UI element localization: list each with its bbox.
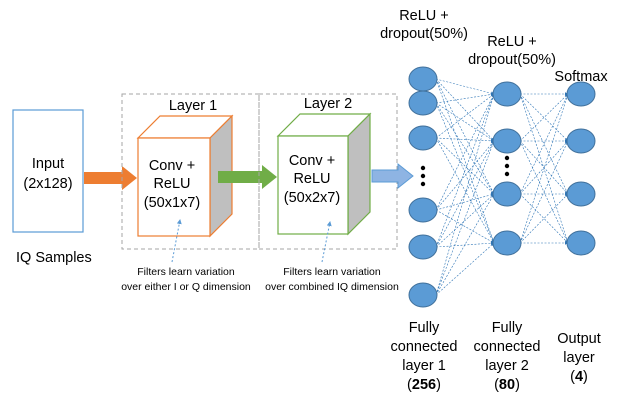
layer1-to-layer2-arrow xyxy=(218,165,277,189)
output-bottom-line2: layer xyxy=(563,350,595,366)
network-nodes xyxy=(408,66,596,308)
fc1-node xyxy=(408,282,438,308)
fc2-top-label-line1: ReLU + xyxy=(487,34,537,50)
layer1-cube-line3: (50x1x7) xyxy=(144,195,200,211)
fc1-bottom-line3: layer 1 xyxy=(402,358,446,374)
fc2-top-label-line2: dropout(50%) xyxy=(468,52,556,68)
layer2-to-fc1-arrow xyxy=(371,162,414,190)
fc2-bottom-line1: Fully xyxy=(492,320,523,336)
fc2-units: (80) xyxy=(494,377,520,393)
connection-edge xyxy=(435,92,495,104)
connection-edge xyxy=(519,93,569,142)
connection-edge xyxy=(519,193,569,244)
layer1-cube xyxy=(136,114,234,238)
layer2-cube xyxy=(276,112,372,236)
connection-edge xyxy=(519,93,569,195)
fc1-units: (256) xyxy=(407,377,441,393)
layer2-title: Layer 2 xyxy=(304,96,352,112)
fc2-node xyxy=(492,181,522,207)
connection-edge xyxy=(435,137,495,244)
layer1-note-pointer xyxy=(171,219,182,263)
connection-edge xyxy=(435,102,495,195)
connection-edge xyxy=(435,102,495,142)
fc1-ellipsis xyxy=(420,165,426,187)
layer1-note-line2: over either I or Q dimension xyxy=(121,281,251,293)
input-shape: (2x128) xyxy=(23,176,72,192)
fc2-bottom-line2: connected xyxy=(474,339,541,355)
connection-edge xyxy=(435,78,495,95)
input-to-layer1-arrow xyxy=(84,166,137,190)
fc1-node xyxy=(408,125,438,151)
input-box xyxy=(12,109,84,233)
connection-edge xyxy=(435,93,495,211)
layer1-cube-line1: Conv + xyxy=(149,158,195,174)
fc1-node xyxy=(408,197,438,223)
connection-edge xyxy=(435,137,495,143)
fc1-bottom-line2: connected xyxy=(391,339,458,355)
connection-edge xyxy=(435,78,495,142)
layer1-cube-line2: ReLU xyxy=(153,176,190,192)
connection-edge xyxy=(519,193,569,244)
connection-edge xyxy=(519,140,569,244)
fc1-node xyxy=(408,90,438,116)
fc1-node xyxy=(408,66,438,92)
connection-edge xyxy=(435,78,495,195)
fc1-top-label-line1: ReLU + xyxy=(399,8,449,24)
fc1-bottom-line1: Fully xyxy=(409,320,440,336)
fc1-top-label-line2: dropout(50%) xyxy=(380,26,468,42)
connection-edge xyxy=(519,93,569,195)
output-top-label: Softmax xyxy=(554,69,608,85)
connection-edge xyxy=(519,93,569,142)
connection-edge xyxy=(435,140,495,211)
layer1-note-line1: Filters learn variation xyxy=(137,266,235,278)
output-bottom-line1: Output xyxy=(557,331,601,347)
layer2-cube-line1: Conv + xyxy=(289,153,335,169)
connection-edge xyxy=(435,137,495,195)
connection-edge xyxy=(435,93,495,139)
connection-edge xyxy=(435,242,495,296)
connection-edge xyxy=(519,93,569,244)
output-node xyxy=(566,81,596,107)
layer2-cube-line3: (50x2x7) xyxy=(284,190,340,206)
connection-edge xyxy=(435,193,495,248)
input-label: Input xyxy=(32,156,64,172)
output-node xyxy=(566,230,596,256)
fully-connected-edges xyxy=(435,78,569,296)
connection-edge xyxy=(435,193,495,211)
iq-samples-caption: IQ Samples xyxy=(16,250,92,266)
layer2-note-line2: over combined IQ dimension xyxy=(265,281,399,293)
layer2-note-pointer xyxy=(321,221,332,263)
fc2-bottom-line3: layer 2 xyxy=(485,358,529,374)
fc2-node xyxy=(492,230,522,256)
connection-edge xyxy=(519,140,569,195)
connection-edge xyxy=(435,193,495,296)
layer1-dashed-region xyxy=(121,93,260,250)
layer2-note-line1: Filters learn variation xyxy=(283,266,381,278)
output-units: (4) xyxy=(570,369,588,385)
layer2-cube-line2: ReLU xyxy=(293,171,330,187)
connection-edge xyxy=(435,93,495,248)
fc2-node xyxy=(492,128,522,154)
output-node xyxy=(566,128,596,154)
connection-edge xyxy=(435,140,495,296)
fc2-ellipsis xyxy=(504,155,510,177)
connection-edge xyxy=(435,102,495,244)
connection-edge xyxy=(435,78,495,244)
fc1-node xyxy=(408,234,438,260)
connection-edge xyxy=(435,209,495,244)
layer1-title: Layer 1 xyxy=(169,98,217,114)
output-node xyxy=(566,181,596,207)
fc2-node xyxy=(492,81,522,107)
